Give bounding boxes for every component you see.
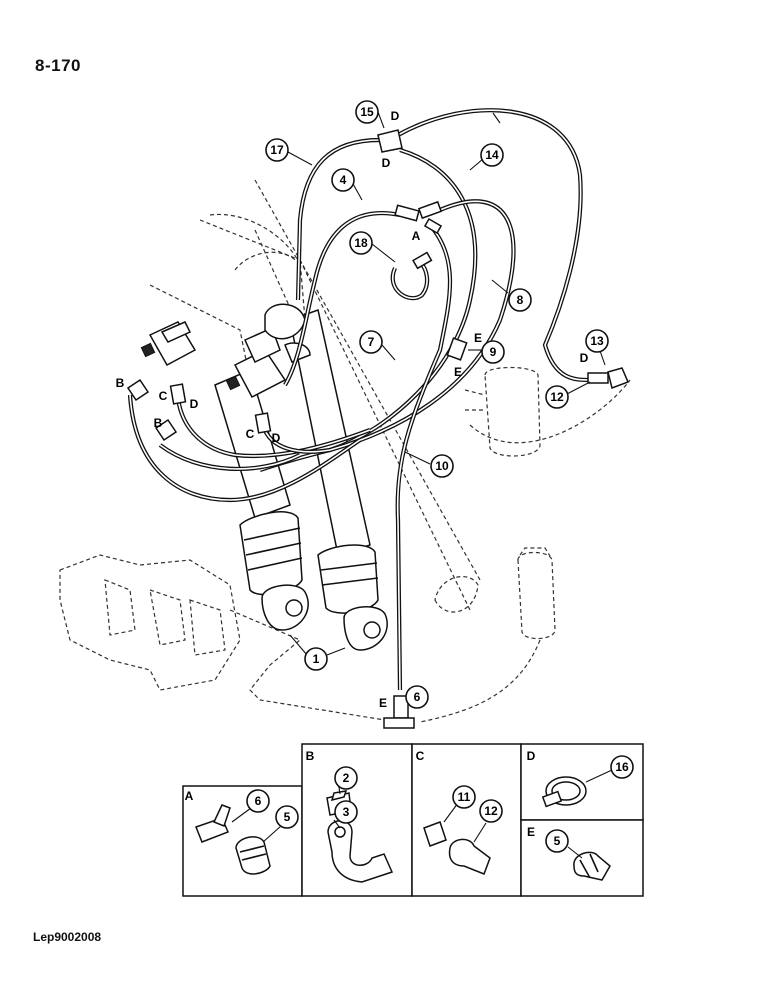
ghost-cylinder-right	[464, 366, 631, 457]
callout-14: 14	[480, 143, 504, 167]
svg-text:16: 16	[615, 760, 629, 774]
hose-7	[259, 147, 478, 472]
hose-17	[295, 137, 381, 301]
detail-panel-a: A 6 5	[182, 785, 303, 897]
svg-text:3: 3	[343, 805, 350, 819]
svg-text:E: E	[474, 331, 482, 345]
detail-d-callout-16: 16	[610, 755, 634, 779]
hose-left-loop-c	[175, 397, 371, 459]
svg-text:14: 14	[485, 148, 499, 162]
detail-e-callout-5: 5	[545, 829, 569, 853]
hose-left-loop-b2	[158, 443, 301, 472]
union-fittings-4-a	[394, 200, 443, 234]
svg-text:D: D	[382, 156, 391, 170]
callout-13: 13	[585, 329, 609, 353]
hose-left-loop-b	[127, 394, 362, 503]
detail-panel-d: D 16	[520, 743, 644, 821]
detail-a-callout-5: 5	[275, 805, 299, 829]
svg-text:12: 12	[550, 390, 564, 404]
detail-panel-b: B 2 3	[301, 743, 413, 897]
svg-text:15: 15	[360, 105, 374, 119]
hose-8	[329, 199, 516, 453]
callout-1: 1	[304, 647, 328, 671]
hose-clip-18	[390, 251, 433, 301]
hose-4	[283, 211, 401, 387]
callout-4: 4	[331, 168, 355, 192]
svg-text:12: 12	[484, 804, 498, 818]
callout-10: 10	[430, 454, 454, 478]
svg-text:A: A	[185, 789, 194, 803]
svg-text:10: 10	[435, 459, 449, 473]
svg-text:4: 4	[340, 173, 347, 187]
svg-text:7: 7	[368, 335, 375, 349]
svg-text:D: D	[190, 397, 199, 411]
svg-text:18: 18	[354, 236, 368, 250]
detail-b-callout-2: 2	[334, 766, 358, 790]
svg-text:1: 1	[313, 652, 320, 666]
svg-text:11: 11	[458, 790, 471, 804]
svg-text:E: E	[379, 696, 387, 710]
hydraulic-cylinder-left	[214, 368, 309, 631]
callout-18: 18	[349, 231, 373, 255]
drawing-code: Lep9002008	[33, 930, 102, 944]
detail-panel-c: C 11 12	[411, 743, 522, 897]
svg-text:6: 6	[255, 794, 262, 808]
svg-text:B: B	[154, 416, 163, 430]
svg-text:B: B	[306, 749, 315, 763]
svg-text:5: 5	[554, 834, 561, 848]
tee-fitting-6	[383, 695, 415, 729]
hose-14	[396, 108, 591, 383]
fitting-9	[446, 337, 468, 361]
detail-c-callout-11: 11	[452, 785, 476, 809]
tee-fitting-15	[377, 129, 403, 153]
svg-text:C: C	[246, 427, 255, 441]
svg-text:B: B	[116, 376, 125, 390]
callout-7: 7	[359, 330, 383, 354]
svg-text:5: 5	[284, 810, 291, 824]
ghost-filter-unit	[419, 547, 556, 723]
detail-a-callout-6: 6	[246, 789, 270, 813]
svg-text:C: C	[416, 749, 425, 763]
callout-12: 12	[545, 385, 569, 409]
svg-text:E: E	[527, 825, 535, 839]
ghost-control-valve	[59, 554, 386, 721]
svg-text:E: E	[454, 365, 462, 379]
hose-10	[395, 223, 453, 691]
fitting-c-upper	[169, 383, 187, 405]
callout-17: 17	[265, 138, 289, 162]
svg-text:9: 9	[490, 345, 497, 359]
svg-text:8: 8	[517, 293, 524, 307]
fitting-b-upper	[126, 378, 150, 402]
svg-text:13: 13	[590, 334, 604, 348]
page-number: 8-170	[35, 56, 81, 75]
svg-text:D: D	[272, 431, 281, 445]
svg-text:17: 17	[270, 143, 284, 157]
svg-text:C: C	[159, 389, 168, 403]
detail-c-callout-12: 12	[479, 799, 503, 823]
fitting-c-lower	[254, 412, 272, 434]
hydraulic-cylinder-right	[289, 309, 388, 651]
callout-8: 8	[508, 288, 532, 312]
fitting-12-13	[587, 367, 629, 389]
fitting-b-lower	[154, 418, 178, 442]
callout-9: 9	[481, 340, 505, 364]
svg-text:A: A	[412, 229, 421, 243]
svg-text:D: D	[391, 109, 400, 123]
svg-text:6: 6	[414, 690, 421, 704]
detail-b-callout-3: 3	[334, 800, 358, 824]
callout-15: 15	[355, 100, 379, 124]
connection-letters: D D A E E D B C D B C D E	[116, 109, 589, 710]
solenoid-valve-upper	[140, 321, 197, 367]
callout-6: 6	[405, 685, 429, 709]
svg-text:2: 2	[343, 771, 350, 785]
svg-text:D: D	[580, 351, 589, 365]
svg-text:D: D	[527, 749, 536, 763]
detail-panel-e: E 5	[520, 819, 644, 897]
